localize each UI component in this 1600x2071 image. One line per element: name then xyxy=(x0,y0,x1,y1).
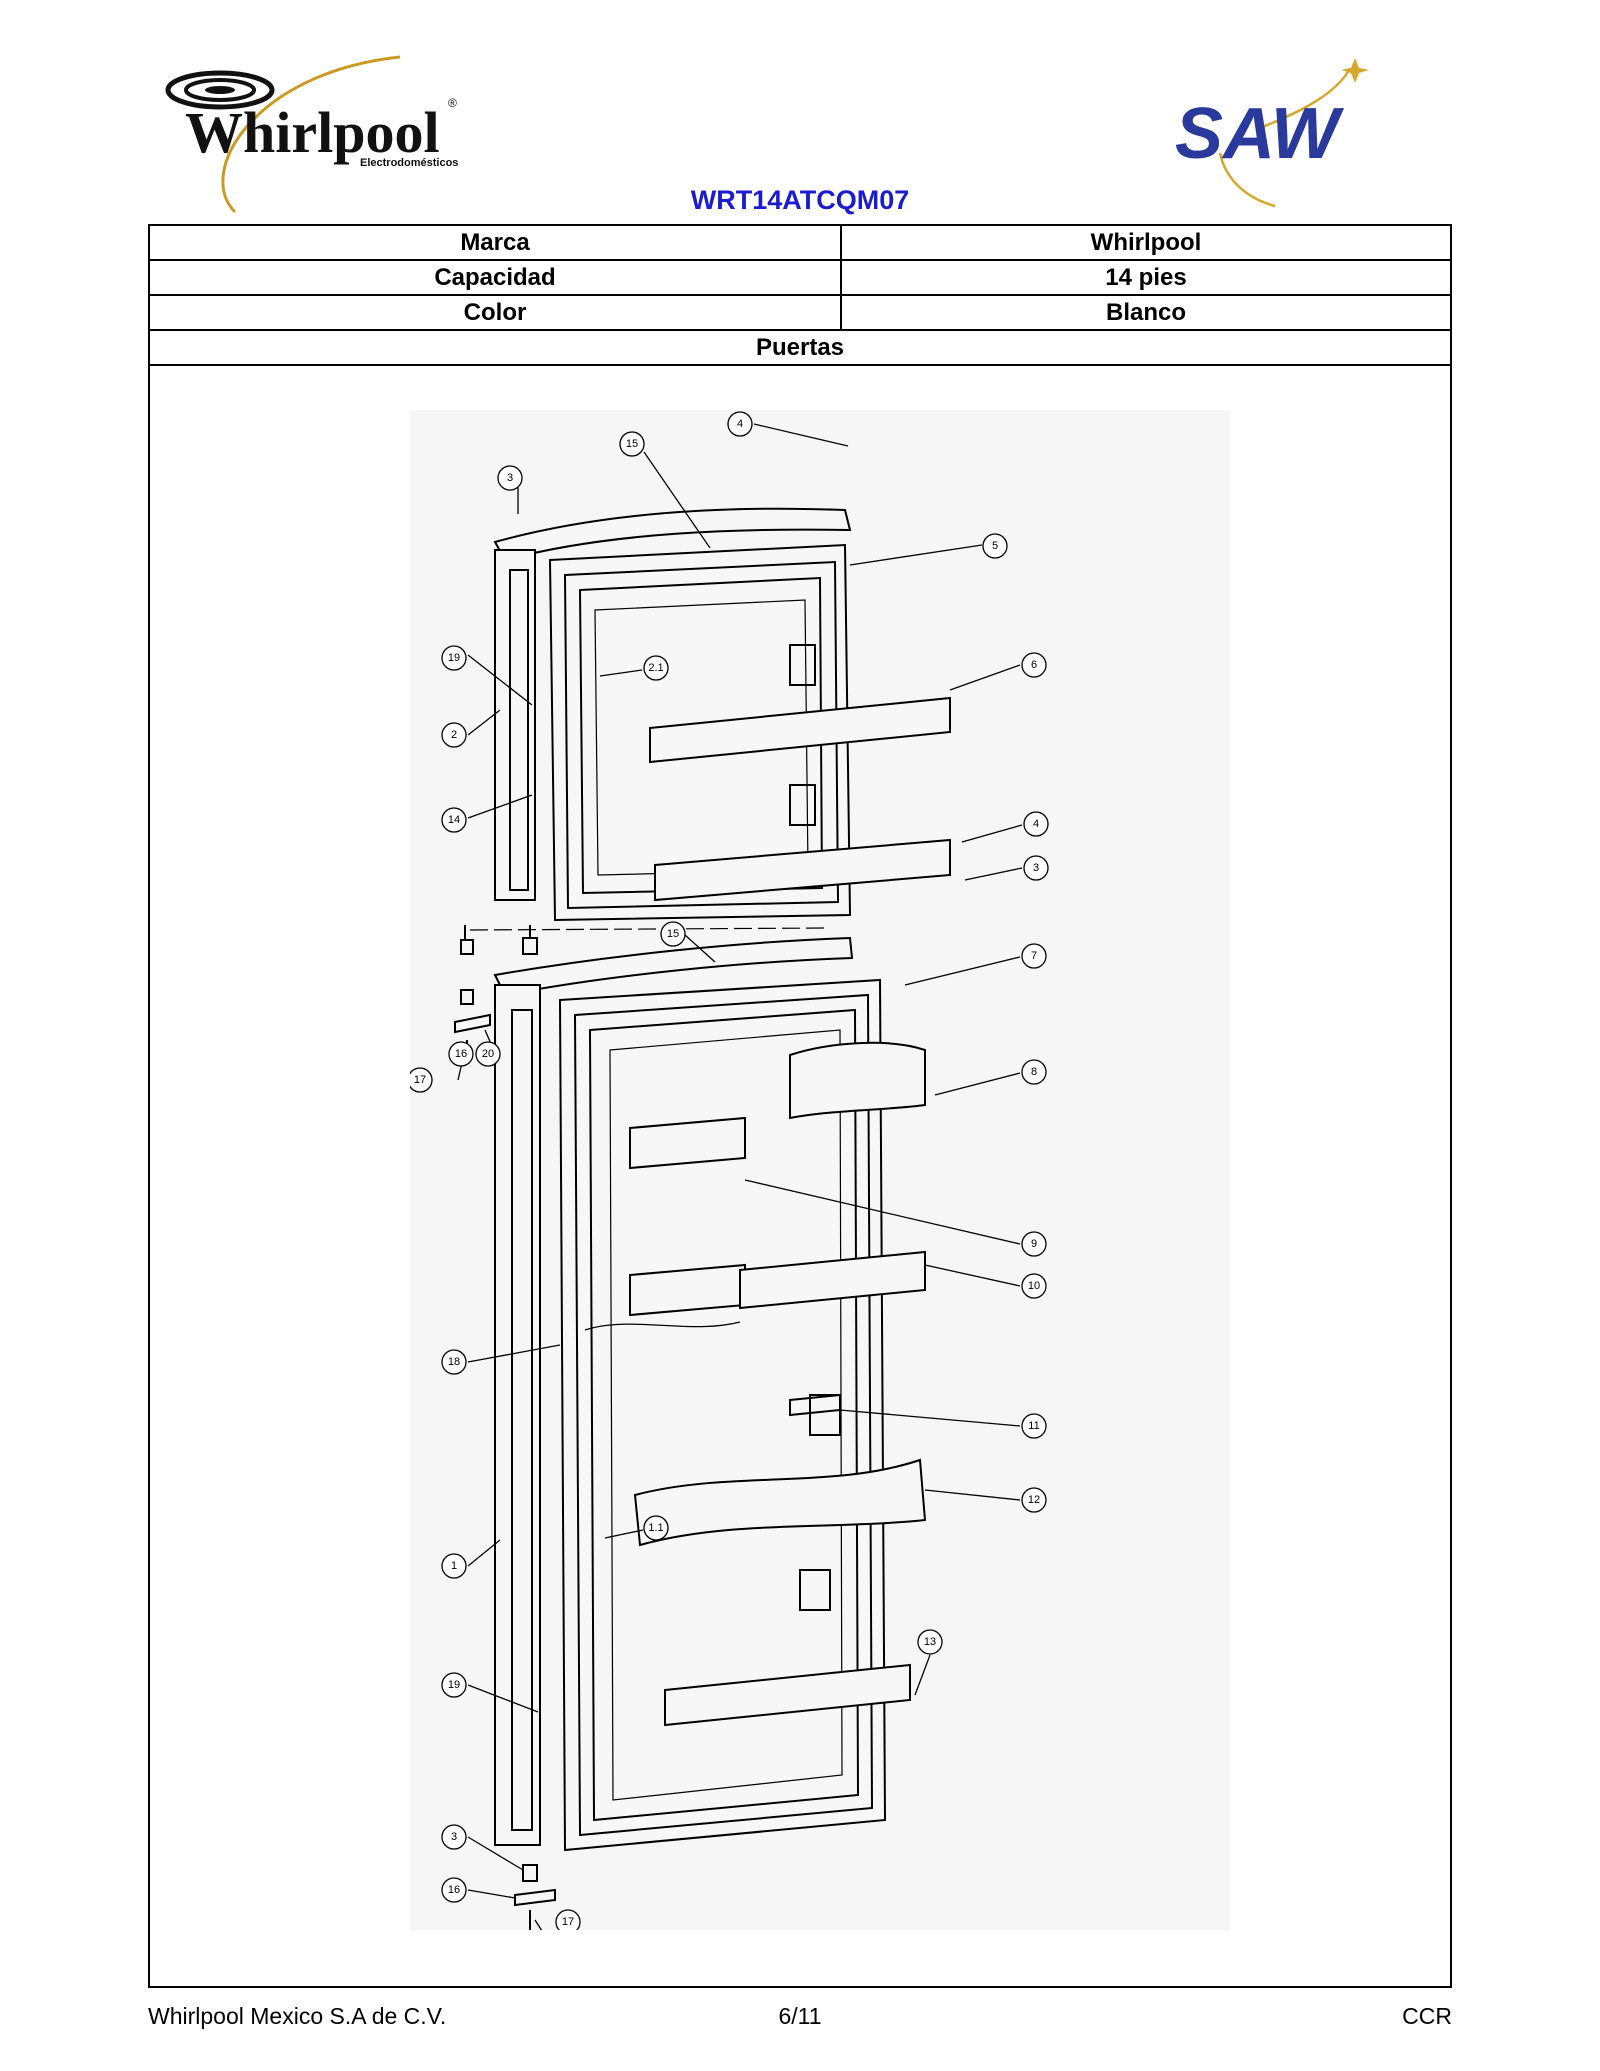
fresh-food-door xyxy=(454,936,927,1930)
door-shelf-bottom xyxy=(664,1663,911,1727)
svg-text:19: 19 xyxy=(448,1679,460,1691)
hinge-bushing xyxy=(522,1864,538,1882)
svg-text:13: 13 xyxy=(924,1636,936,1648)
svg-text:16: 16 xyxy=(448,1884,460,1896)
svg-text:19: 19 xyxy=(448,652,460,664)
svg-text:5: 5 xyxy=(992,540,998,552)
svg-text:15: 15 xyxy=(626,438,638,450)
saw-logo: SAW xyxy=(1175,58,1369,208)
svg-text:4: 4 xyxy=(737,418,743,430)
callout-18: 18 xyxy=(441,1349,467,1375)
svg-text:9: 9 xyxy=(1031,1238,1037,1250)
hinge-plate xyxy=(514,1888,556,1907)
fresh-food-door-liner-outer xyxy=(558,978,887,1852)
whirlpool-wordmark: Whirlpool xyxy=(185,100,440,165)
svg-text:1: 1 xyxy=(451,1560,457,1572)
callout-8: 8 xyxy=(1021,1059,1047,1085)
callout-3-bottom: 3 xyxy=(441,1824,467,1850)
section-title: Puertas xyxy=(755,333,845,361)
callout-2: 2 xyxy=(441,722,467,748)
svg-text:7: 7 xyxy=(1031,950,1037,962)
callout-15-top: 15 xyxy=(619,431,645,457)
callout-1: 1 xyxy=(441,1553,467,1579)
callout-14: 14 xyxy=(441,807,467,833)
svg-text:10: 10 xyxy=(1028,1280,1040,1292)
spec-label-marca: Marca xyxy=(150,226,842,259)
svg-text:2: 2 xyxy=(451,729,457,741)
spec-row: Capacidad 14 pies xyxy=(150,261,1450,296)
callout-16-bottom: 16 xyxy=(441,1877,467,1903)
svg-text:3: 3 xyxy=(451,1831,457,1843)
callout-2-1: 2.1 xyxy=(643,655,669,681)
callout-17-top: 17 xyxy=(410,1067,433,1093)
section-title-row: Puertas xyxy=(150,331,1450,366)
callout-20: 20 xyxy=(475,1041,501,1067)
svg-text:12: 12 xyxy=(1028,1494,1040,1506)
svg-text:2.1: 2.1 xyxy=(648,662,663,674)
callout-5: 5 xyxy=(982,533,1008,559)
spec-value-marca: Whirlpool xyxy=(1090,228,1202,256)
saw-wordmark: SAW xyxy=(1175,94,1345,174)
freezer-shelf-upper xyxy=(649,696,951,764)
spec-label-capacidad: Capacidad xyxy=(150,261,842,294)
callout-10: 10 xyxy=(1021,1273,1047,1299)
callout-17-bottom: 17 xyxy=(555,1909,581,1930)
svg-text:20: 20 xyxy=(482,1048,494,1060)
door-parts-diagram: 4 15 3 5 6 19 2 2.1 14 4 3 15 7 16 20 17… xyxy=(410,410,1230,1930)
svg-text:16: 16 xyxy=(455,1048,467,1060)
footer-company: Whirlpool Mexico S.A de C.V. xyxy=(148,2003,447,2029)
dairy-compartment xyxy=(789,1041,926,1120)
callout-15-bottom: 15 xyxy=(660,921,686,947)
svg-text:3: 3 xyxy=(507,472,513,484)
whirlpool-logo: Whirlpool ® Electrodomésticos xyxy=(165,55,458,214)
callout-12: 12 xyxy=(1021,1487,1047,1513)
callout-3-top: 3 xyxy=(497,465,523,491)
svg-text:3: 3 xyxy=(1033,862,1039,874)
leader-lines xyxy=(457,423,1023,1930)
callout-3-right: 3 xyxy=(1023,855,1049,881)
callout-7: 7 xyxy=(1021,943,1047,969)
spec-table: Marca Whirlpool Capacidad 14 pies Color … xyxy=(148,224,1452,1988)
callout-1-1: 1.1 xyxy=(643,1515,669,1541)
spec-value-capacidad: 14 pies xyxy=(1105,263,1187,291)
freezer-door xyxy=(460,507,951,955)
footer-code: CCR xyxy=(1402,2003,1452,2029)
spec-label-color: Color xyxy=(150,296,842,329)
registered-mark: ® xyxy=(448,96,457,110)
callout-11: 11 xyxy=(1021,1413,1047,1439)
svg-text:11: 11 xyxy=(1028,1420,1039,1432)
callout-19-bottom: 19 xyxy=(441,1672,467,1698)
svg-text:18: 18 xyxy=(448,1356,460,1368)
spec-row: Marca Whirlpool xyxy=(150,226,1450,261)
door-shelf-middle xyxy=(739,1250,926,1310)
whirlpool-tagline: Electrodomésticos xyxy=(360,157,458,169)
callout-16-top: 16 xyxy=(448,1041,474,1067)
door-shelf-large xyxy=(633,1458,927,1547)
svg-text:14: 14 xyxy=(448,814,460,826)
spec-value-color: Blanco xyxy=(1105,298,1186,326)
svg-text:15: 15 xyxy=(667,928,679,940)
small-bin-lower xyxy=(629,1263,746,1317)
callout-4-top: 4 xyxy=(727,411,753,437)
small-bin-upper xyxy=(629,1116,746,1170)
callout-13: 13 xyxy=(917,1629,943,1655)
spec-row: Color Blanco xyxy=(150,296,1450,331)
footer-page-number: 6/11 xyxy=(778,2003,822,2029)
callout-6: 6 xyxy=(1021,652,1047,678)
callout-9: 9 xyxy=(1021,1231,1047,1257)
fresh-food-door-side-panel xyxy=(494,984,541,1846)
callout-4-right: 4 xyxy=(1023,811,1049,837)
svg-text:1.1: 1.1 xyxy=(648,1522,663,1534)
svg-text:17: 17 xyxy=(562,1916,574,1928)
callout-19-top: 19 xyxy=(441,645,467,671)
freezer-shelf-lower xyxy=(654,838,951,902)
svg-text:4: 4 xyxy=(1033,818,1039,830)
model-title: WRT14ATCQM07 xyxy=(690,185,910,215)
svg-text:17: 17 xyxy=(414,1074,426,1086)
svg-text:6: 6 xyxy=(1031,659,1037,671)
svg-text:8: 8 xyxy=(1031,1066,1037,1078)
